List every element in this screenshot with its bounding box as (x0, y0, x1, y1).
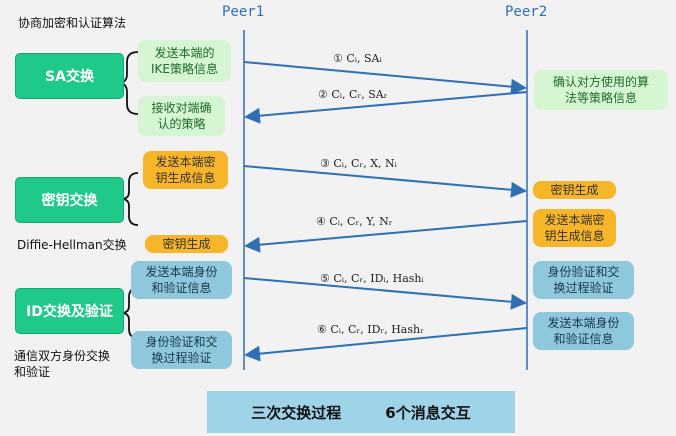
message-number: ⑤ (320, 272, 330, 285)
right-box-send-key-info: 发送本端密 钥生成信息 (533, 209, 616, 247)
message-number: ① (333, 52, 343, 65)
message-text: Cᵢ, Cᵣ, Y, Nᵣ (329, 215, 393, 228)
left-box-receive-policy: 接收对端确 认的策略 (138, 96, 225, 136)
arrow-msg-1 (243, 61, 527, 95)
right-box-verify-identity: 身份验证和交 换过程验证 (533, 261, 634, 299)
message-number: ② (318, 88, 328, 101)
left-box-key-gen: 密钥生成 (145, 235, 228, 253)
message-text: Cᵢ, SAᵢ (346, 52, 382, 65)
message-number: ④ (316, 215, 326, 228)
phase-key-note: Diffie-Hellman交换 (17, 238, 127, 252)
diagram-title: 协商加密和认证算法 (18, 16, 127, 30)
left-box-send-identity: 发送本端身份 和验证信息 (131, 261, 232, 299)
arrow-msg-4 (244, 220, 528, 253)
arrow-msg-5 (243, 277, 527, 310)
footer-exchanges: 三次交换过程 (251, 403, 342, 422)
message-label-3: ③ Cᵢ, Cᵣ, X, Nᵢ (320, 157, 397, 170)
footer-messages: 6个消息交互 (385, 403, 471, 422)
left-box-send-ike-policy: 发送本端的 IKE策略信息 (138, 40, 231, 82)
phase-sa-exchange: SA交换 (15, 53, 124, 99)
message-text: Cᵢ, Cᵣ, IDᵣ, Hashᵣ (330, 323, 424, 336)
left-box-send-key-info: 发送本端密 钥生成信息 (143, 151, 228, 189)
message-label-4: ④ Cᵢ, Cᵣ, Y, Nᵣ (316, 215, 393, 228)
right-box-key-gen: 密钥生成 (533, 181, 616, 199)
right-box-send-identity: 发送本端身份 和验证信息 (533, 312, 634, 350)
message-label-2: ② Cᵢ, Cᵣ, SAᵣ (318, 88, 388, 101)
message-label-6: ⑥ Cᵢ, Cᵣ, IDᵣ, Hashᵣ (317, 323, 424, 336)
message-number: ⑥ (317, 323, 327, 336)
message-text: Cᵢ, Cᵣ, IDᵢ, Hashᵢ (333, 272, 424, 285)
message-text: Cᵢ, Cᵣ, SAᵣ (331, 88, 388, 101)
right-box-confirm-policy: 确认对方使用的算 法等策略信息 (534, 70, 668, 110)
arrow-msg-3 (243, 165, 527, 198)
summary-footer: 三次交换过程 6个消息交互 (207, 391, 515, 433)
peer1-label: Peer1 (222, 4, 265, 20)
message-label-1: ① Cᵢ, SAᵢ (333, 52, 382, 65)
message-label-5: ⑤ Cᵢ, Cᵣ, IDᵢ, Hashᵢ (320, 272, 424, 285)
arrow-msg-6 (244, 327, 528, 362)
arrow-msg-2 (244, 91, 528, 124)
message-text: Cᵢ, Cᵣ, X, Nᵢ (333, 157, 397, 170)
phase-id-note: 通信双方身份交换 和验证 (14, 349, 111, 379)
left-box-verify-identity: 身份验证和交 换过程验证 (131, 331, 232, 369)
message-number: ③ (320, 157, 330, 170)
phase-key-exchange: 密钥交换 (15, 177, 124, 223)
peer2-label: Peer2 (505, 4, 548, 20)
phase-id-exchange: ID交换及验证 (15, 288, 124, 334)
